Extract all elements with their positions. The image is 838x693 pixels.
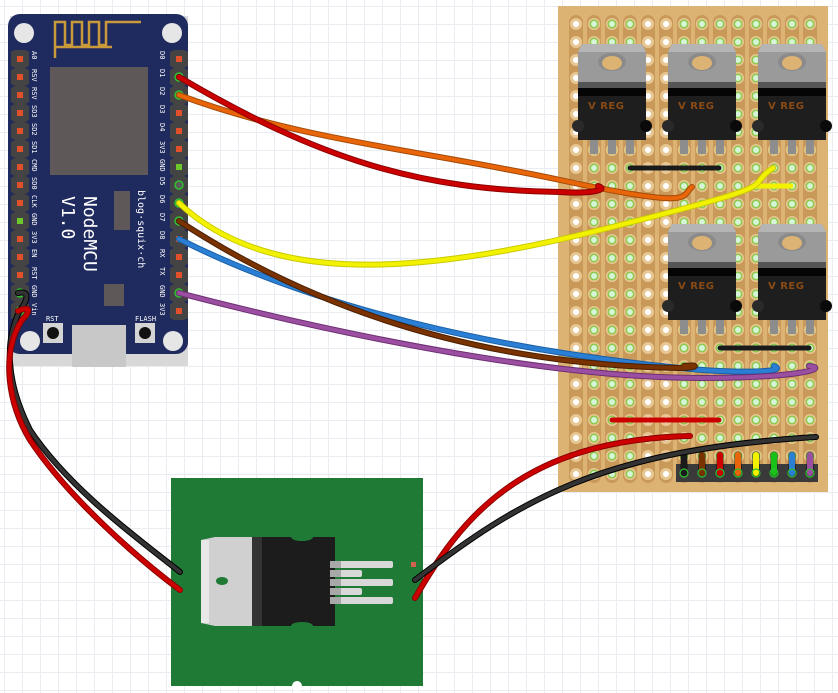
- pin-label: D3: [158, 105, 166, 113]
- mounting-hole: [162, 23, 182, 43]
- pin-label: 3V3: [158, 141, 166, 154]
- pin-label: A0: [30, 51, 38, 59]
- board-name: NodeMCU: [79, 196, 100, 272]
- wire-red-vin-power[interactable]: [6, 305, 183, 593]
- esp-module: [50, 67, 148, 175]
- pin-label: SD3: [30, 105, 38, 118]
- pin-right-d0[interactable]: D0: [158, 50, 188, 68]
- pin-label: RSV: [30, 69, 38, 82]
- pin-label: GND: [158, 159, 166, 172]
- pin-left-rsv[interactable]: RSV: [11, 68, 38, 86]
- regulator-body: [262, 537, 335, 626]
- pin-right-3v3[interactable]: 3V3: [158, 140, 188, 158]
- vreg-label: V REG: [588, 101, 624, 112]
- header-pin-wire[interactable]: [787, 451, 797, 478]
- pin-label: CLK: [30, 195, 38, 208]
- voltage-regulator[interactable]: V REG: [752, 224, 832, 334]
- pin-label: Vin: [30, 303, 38, 316]
- vreg-label: V REG: [768, 101, 804, 112]
- pin-left-3v3[interactable]: 3V3: [11, 230, 38, 248]
- wire-black-power-strip[interactable]: [412, 434, 819, 583]
- pin-right-d3[interactable]: D3: [158, 104, 188, 122]
- pin-label: GND: [30, 285, 38, 298]
- board-website: blog·squix·ch: [135, 190, 146, 268]
- flash-label: FLASH: [135, 315, 156, 323]
- nodemcu-board: RST FLASH NodeMCU V1.0 blog·squix·ch A0R…: [8, 14, 188, 367]
- pin-label: D5: [158, 177, 166, 185]
- pin-label: 3V3: [158, 303, 166, 316]
- stripboard: V REG V REG V REG V REG V REG: [558, 6, 832, 492]
- pin-label: D2: [158, 87, 166, 95]
- pin-label: CMD: [30, 159, 38, 172]
- pin-label: SD0: [30, 177, 38, 190]
- pin-left-sd0[interactable]: SD0: [11, 176, 38, 194]
- pin-label: RX: [158, 249, 166, 258]
- pin-label: RST: [30, 267, 38, 280]
- pin-right-d4[interactable]: D4: [158, 122, 188, 140]
- pin-label: GND: [30, 213, 38, 226]
- pin-label: 3V3: [30, 231, 38, 244]
- pin-right-3v3[interactable]: 3V3: [158, 302, 188, 320]
- pin-label: GND: [158, 285, 166, 298]
- wire-yellow-d6[interactable]: [176, 165, 776, 268]
- vreg-label: V REG: [678, 281, 714, 292]
- header-pin-wire[interactable]: [715, 451, 725, 478]
- pin-left-sd2[interactable]: SD2: [11, 122, 38, 140]
- wire-blue-d8[interactable]: [176, 236, 780, 375]
- vreg-label: V REG: [678, 101, 714, 112]
- voltage-regulator[interactable]: V REG: [662, 224, 742, 334]
- pin-label: RSV: [30, 87, 38, 100]
- header-pin-wire[interactable]: [805, 451, 815, 478]
- pin-left-clk[interactable]: CLK: [11, 194, 38, 212]
- pin-label: D1: [158, 69, 166, 77]
- mounting-hole: [14, 23, 34, 43]
- wire-black-gnd-power[interactable]: [6, 289, 183, 575]
- header-pin-wire[interactable]: [679, 451, 689, 478]
- pin-left-cmd[interactable]: CMD: [11, 158, 38, 176]
- pin-left-rsv[interactable]: RSV: [11, 86, 38, 104]
- pin-left-sd1[interactable]: SD1: [11, 140, 38, 158]
- voltage-regulator[interactable]: V REG: [662, 44, 742, 154]
- pin-label: D6: [158, 195, 166, 203]
- pin-left-gnd[interactable]: GND: [11, 212, 38, 230]
- pin-right-d5[interactable]: D5: [158, 176, 188, 194]
- pin-label: TX: [158, 267, 166, 276]
- pin-label: D4: [158, 123, 166, 131]
- header-pin-wire[interactable]: [751, 451, 761, 478]
- chip: [114, 191, 130, 230]
- rst-label: RST: [46, 315, 59, 323]
- pin-left-sd3[interactable]: SD3: [11, 104, 38, 122]
- pin-left-en[interactable]: EN: [11, 248, 38, 266]
- wire-purple-gnd[interactable]: [176, 290, 819, 382]
- wire-brown-d7[interactable]: [176, 218, 698, 372]
- pin-right-tx[interactable]: TX: [158, 266, 188, 284]
- pin-label: D0: [158, 51, 166, 59]
- usb-port[interactable]: [72, 325, 126, 367]
- pin-right-gnd[interactable]: GND: [158, 158, 188, 176]
- pin-label: D7: [158, 213, 166, 221]
- antenna-trace: [53, 20, 141, 58]
- header-pin-wire[interactable]: [769, 451, 779, 478]
- pin-label: EN: [30, 249, 38, 257]
- mounting-hole: [20, 331, 40, 351]
- mounting-hole: [163, 331, 183, 351]
- vreg-label: V REG: [768, 281, 804, 292]
- pin-label: D8: [158, 231, 166, 239]
- power-module: [171, 478, 423, 691]
- pin-left-a0[interactable]: A0: [11, 50, 38, 68]
- voltage-regulator[interactable]: V REG: [572, 44, 652, 154]
- header-pin-wire[interactable]: [733, 451, 743, 478]
- chip: [104, 284, 124, 306]
- pin-header: [676, 464, 818, 482]
- voltage-regulator[interactable]: V REG: [752, 44, 832, 154]
- wire-orange-d2[interactable]: [176, 92, 695, 202]
- header-pin-wire[interactable]: [697, 451, 707, 478]
- pin-label: SD2: [30, 123, 38, 136]
- pin-label: SD1: [30, 141, 38, 154]
- pin-left-rst[interactable]: RST: [11, 266, 38, 284]
- wire-red-d1[interactable]: [176, 74, 605, 196]
- board-version: V1.0: [57, 196, 78, 239]
- pin-right-rx[interactable]: RX: [158, 248, 188, 266]
